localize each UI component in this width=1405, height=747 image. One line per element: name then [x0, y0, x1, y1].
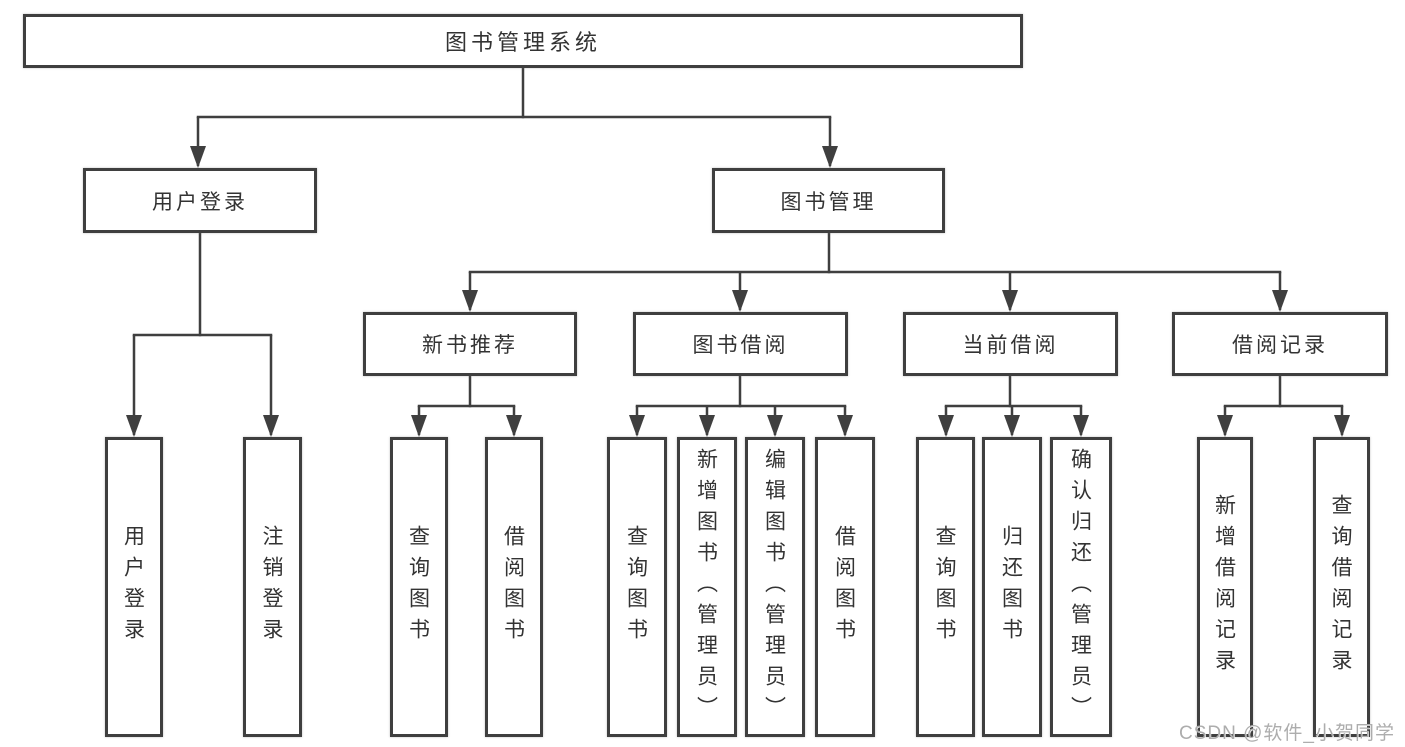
node-new-book-recommend: 新书推荐: [363, 312, 577, 376]
leaf-borrow-books: 借阅图书: [815, 437, 875, 737]
leaf-query-books-current: 查询图书: [916, 437, 975, 737]
connector-book-borrow-group: [629, 376, 853, 437]
leaf-query-books-recommend: 查询图书: [390, 437, 448, 737]
leaf-query-borrow-record-label: 查询借阅记录: [1329, 494, 1352, 680]
leaf-user-login-label: 用户登录: [121, 525, 145, 649]
connector-book-management-to-level3: [462, 233, 1288, 312]
leaf-add-borrow-record: 新增借阅记录: [1197, 437, 1253, 737]
leaf-confirm-return-admin: 确认归还（管理员）: [1050, 437, 1112, 737]
leaf-query-books-borrow-label: 查询图书: [624, 525, 648, 649]
leaf-add-book-admin: 新增图书（管理员）: [677, 437, 737, 737]
node-book-management: 图书管理: [712, 168, 945, 233]
node-user-login: 用户登录: [83, 168, 317, 233]
leaf-user-login: 用户登录: [105, 437, 163, 737]
leaf-borrow-books-recommend-label: 借阅图书: [501, 525, 525, 649]
connector-user-login-group: [126, 233, 279, 437]
connector-new-book-recommend-group: [411, 376, 522, 437]
leaf-query-books-borrow: 查询图书: [607, 437, 667, 737]
leaf-borrow-books-label: 借阅图书: [832, 525, 856, 649]
leaf-add-borrow-record-label: 新增借阅记录: [1212, 494, 1236, 680]
leaf-query-borrow-record: 查询借阅记录: [1313, 437, 1370, 737]
connector-current-borrow-group: [938, 376, 1089, 437]
node-borrow-records: 借阅记录: [1172, 312, 1388, 376]
node-current-borrow: 当前借阅: [903, 312, 1118, 376]
leaf-edit-book-admin-label: 编辑图书（管理员）: [762, 447, 786, 727]
leaf-edit-book-admin: 编辑图书（管理员）: [745, 437, 805, 737]
leaf-query-books-recommend-label: 查询图书: [406, 525, 430, 649]
leaf-return-book: 归还图书: [982, 437, 1042, 737]
node-book-borrow: 图书借阅: [633, 312, 848, 376]
leaf-return-book-label: 归还图书: [999, 525, 1023, 649]
leaf-query-books-current-label: 查询图书: [933, 525, 956, 649]
leaf-logout-label: 注销登录: [260, 525, 283, 649]
node-root: 图书管理系统: [23, 14, 1023, 68]
connector-root-to-level2: [190, 68, 838, 168]
connector-borrow-records-group: [1217, 376, 1350, 437]
leaf-add-book-admin-label: 新增图书（管理员）: [694, 447, 718, 727]
watermark: CSDN @软件_小贺同学: [1179, 723, 1395, 744]
leaf-confirm-return-admin-label: 确认归还（管理员）: [1068, 447, 1092, 727]
leaf-logout: 注销登录: [243, 437, 302, 737]
leaf-borrow-books-recommend: 借阅图书: [485, 437, 543, 737]
